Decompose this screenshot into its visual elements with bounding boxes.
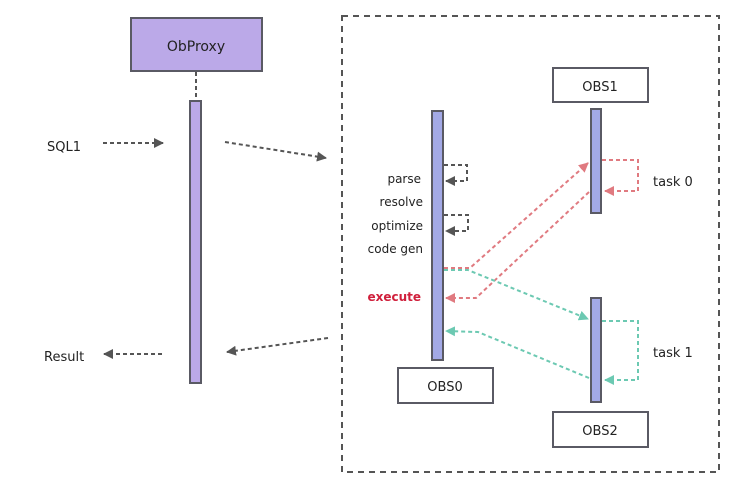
parse-self-loop [444, 164, 468, 186]
obs1-node[interactable]: OBS1 [552, 67, 649, 103]
dispatch-to-obs2-arrow [444, 269, 589, 321]
obs1-return-arrow [445, 191, 590, 303]
obs0-lifeline [431, 110, 444, 361]
optimize-self-loop [444, 214, 469, 236]
sql-input-label: SQL1 [47, 140, 81, 155]
obs1-label: OBS1 [582, 80, 617, 95]
phase-codegen: code gen [368, 242, 423, 256]
obs2-label: OBS2 [582, 424, 617, 439]
phase-execute: execute [367, 290, 421, 304]
obs2-lifeline [590, 297, 602, 403]
obproxy-lifeline [189, 100, 202, 384]
obs2-return-arrow [445, 326, 590, 379]
cluster-boundary [341, 15, 720, 473]
obproxy-node[interactable]: ObProxy [130, 17, 263, 72]
phase-resolve: resolve [380, 195, 423, 209]
obproxy-label: ObProxy [167, 39, 225, 55]
task1-label: task 1 [653, 346, 693, 361]
obs1-lifeline [590, 108, 602, 214]
dispatch-to-obs1-arrow [444, 162, 589, 269]
cluster-to-proxy-arrow [226, 337, 329, 356]
obs0-node[interactable]: OBS0 [397, 367, 494, 404]
obs2-node[interactable]: OBS2 [552, 411, 649, 448]
proxy-to-cluster-arrow [224, 141, 327, 162]
phase-parse: parse [387, 172, 421, 186]
task0-self-loop [602, 159, 639, 196]
phase-optimize: optimize [371, 219, 423, 233]
task0-label: task 0 [653, 175, 693, 190]
obs0-label: OBS0 [427, 380, 462, 395]
task1-self-loop [602, 320, 639, 385]
result-output-label: Result [44, 350, 84, 365]
